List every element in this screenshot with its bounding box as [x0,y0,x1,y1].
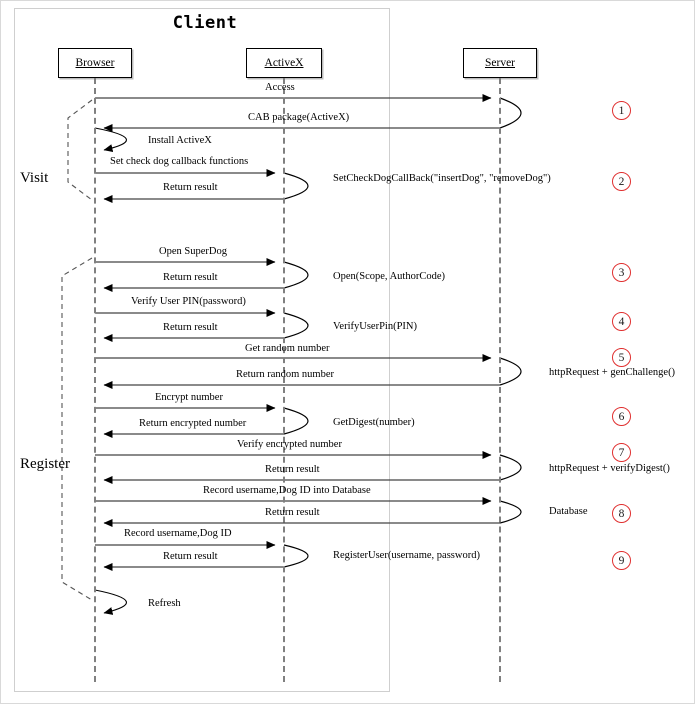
actor-label-activex: ActiveX [264,57,304,69]
message-label-verify-user-pin: Verify User PIN(password) [131,296,246,307]
side-note-genchallenge-note: httpRequest + genChallenge() [549,367,676,378]
lifeline-activex [283,78,285,682]
side-note-registeruser-note: RegisterUser(username, password) [333,550,480,561]
side-note-setcheckdog-note: SetCheckDogCallBack("insertDog", "remove… [333,173,551,184]
side-note-database-note: Database [549,506,588,517]
side-note-verifyuserpin-note: VerifyUserPin(PIN) [333,321,417,332]
actor-box-server[interactable]: Server [463,48,537,78]
phase-label-visit: Visit [20,170,49,186]
message-label-return-result-7: Return result [265,464,320,475]
message-label-return-encrypted: Return encrypted number [139,418,247,429]
message-label-return-result-2: Return result [163,182,218,193]
return-loop-return-result-7 [499,454,522,481]
self-message-install-activex [94,127,127,153]
lifeline-browser [94,78,96,682]
step-number-3: 3 [612,263,631,282]
side-note-getdigest-note: GetDigest(number) [333,417,415,428]
client-boundary-frame [14,8,390,692]
return-loop-return-result-4 [283,312,309,339]
message-label-return-random: Return random number [236,369,334,380]
message-label-record-db: Record username,Dog ID into Database [203,485,371,496]
side-note-verifydigest-note: httpRequest + verifyDigest() [549,463,670,474]
message-label-access: Access [265,82,295,93]
message-label-get-random: Get random number [245,343,330,354]
actor-box-browser[interactable]: Browser [58,48,132,78]
return-loop-return-result-3 [283,261,309,289]
step-number-4: 4 [612,312,631,331]
message-label-install-activex: Install ActiveX [148,135,212,146]
return-loop-return-result-9 [283,544,309,568]
phase-brace-visit [67,99,93,201]
actor-label-server: Server [484,57,515,69]
phase-brace-register [61,257,93,601]
side-note-open-note: Open(Scope, AuthorCode) [333,271,445,282]
step-number-5: 5 [612,348,631,367]
message-label-record-username: Record username,Dog ID [124,528,232,539]
step-number-9: 9 [612,551,631,570]
return-loop-cab-package [499,97,522,129]
return-loop-return-result-8 [499,500,522,524]
self-message-refresh [94,589,127,615]
step-number-2: 2 [612,172,631,191]
actor-label-browser: Browser [75,57,115,69]
message-label-verify-encrypted: Verify encrypted number [237,439,342,450]
message-label-return-result-9: Return result [163,551,218,562]
return-loop-return-encrypted [283,407,309,435]
client-title: Client [172,13,238,33]
actor-box-activex[interactable]: ActiveX [246,48,322,78]
message-label-return-result-4: Return result [163,322,218,333]
phase-label-register: Register [20,456,70,472]
message-label-encrypt-number: Encrypt number [155,392,223,403]
message-label-open-superdog: Open SuperDog [159,246,227,257]
message-label-cab-package: CAB package(ActiveX) [248,112,350,123]
step-number-7: 7 [612,443,631,462]
return-loop-return-random [499,357,522,386]
message-label-return-result-3: Return result [163,272,218,283]
message-label-set-check-dog: Set check dog callback functions [110,156,249,167]
message-label-refresh: Refresh [148,598,181,609]
step-number-1: 1 [612,101,631,120]
step-number-8: 8 [612,504,631,523]
message-label-return-result-8: Return result [265,507,320,518]
step-number-6: 6 [612,407,631,426]
return-loop-return-result-2 [283,172,309,200]
lifeline-server [499,78,501,682]
